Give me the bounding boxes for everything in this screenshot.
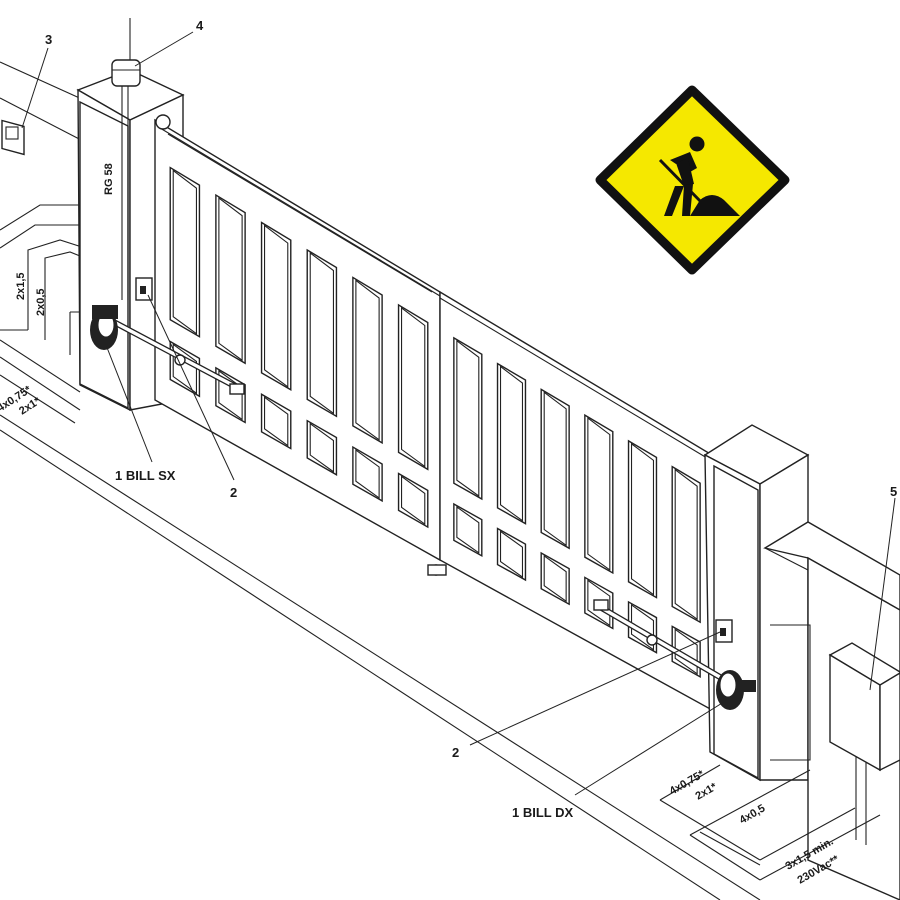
gate-tall-panel <box>306 248 338 418</box>
actuator-left <box>90 277 245 395</box>
control-unit <box>828 642 900 845</box>
gate-tall-panel-inner <box>587 417 611 571</box>
gate-small-panel <box>453 502 483 558</box>
gate-tall-panel-inner <box>355 279 380 441</box>
gate-tall-panel-inner <box>630 442 655 596</box>
gate-tall-panel <box>496 362 527 525</box>
gate-small-panel <box>260 393 292 450</box>
callout-2-left: 2 <box>230 485 237 500</box>
gate-tall-panel <box>540 388 570 550</box>
gate-tall-panel-inner <box>674 468 698 621</box>
gate-small-panel-inner <box>401 475 426 526</box>
gate-small-panel <box>496 527 527 582</box>
gate-tall-panel <box>169 166 201 338</box>
gate-tall-panel-inner <box>499 365 524 522</box>
gate-small-panel <box>306 419 338 476</box>
callout-5: 5 <box>890 484 897 499</box>
actuator-right <box>593 599 756 710</box>
gate-tall-panel <box>584 413 614 575</box>
gate-tall-panel <box>397 303 429 471</box>
gate-small-panel-inner <box>264 396 289 447</box>
gate-small-panel-inner <box>172 343 197 395</box>
gate-small-panel-inner <box>587 579 611 627</box>
gate-tall-panel <box>215 193 246 365</box>
worker-shoveling-icon <box>658 136 740 216</box>
left-leaf-panels <box>169 166 429 529</box>
gate-small-panel <box>540 551 570 606</box>
cable-right-2x1: 2x1* <box>694 781 720 803</box>
gate-tall-panel-inner <box>264 224 289 388</box>
gate-small-panel <box>352 445 383 503</box>
gate-tall-panel-inner <box>401 306 426 468</box>
callout-3: 3 <box>45 32 52 47</box>
flashing-lamp <box>111 18 141 300</box>
gate-tall-panel-inner <box>543 391 567 547</box>
under-construction-badge <box>595 85 790 275</box>
gate-small-panel-inner <box>543 554 567 603</box>
gate-tall-panel <box>260 221 292 392</box>
hinges <box>155 114 447 576</box>
callout-labels: 3 4 5 2 2 1 BILL SX 1 BILL DX <box>45 18 897 820</box>
right-leaf-panels <box>453 336 701 679</box>
cable-rg58: RG 58 <box>103 163 115 195</box>
motor-label-right: 1 BILL DX <box>512 805 573 820</box>
right-pillar <box>703 424 810 782</box>
gate-small-panel-inner <box>309 422 334 473</box>
cable-left-2x05: 2x0,5 <box>35 288 47 316</box>
cable-left-2x15: 2x1,5 <box>15 272 27 300</box>
gate-tall-panel-inner <box>309 251 334 415</box>
cable-right-4x05: 4x0,5 <box>738 802 768 826</box>
gate-tall-panel <box>453 336 483 501</box>
callout-4: 4 <box>196 18 204 33</box>
gate-tall-panel <box>352 276 383 445</box>
gate-small-panel-inner <box>218 369 243 421</box>
photocell-left <box>1 119 25 156</box>
gate-tall-panel <box>627 439 658 599</box>
gate-tall-panel-inner <box>172 169 197 335</box>
gate-small-panel-inner <box>355 448 380 499</box>
gate-tall-panel-inner <box>456 339 480 498</box>
leader-lines <box>21 31 896 881</box>
callout-2-right: 2 <box>452 745 459 760</box>
gate-small-panel-inner <box>499 530 524 579</box>
gate-small-panel <box>397 472 429 529</box>
motor-label-left: 1 BILL SX <box>115 468 176 483</box>
gate-small-panel-inner <box>456 505 480 554</box>
gate-tall-panel <box>671 465 701 624</box>
gate-tall-panel-inner <box>218 196 243 362</box>
